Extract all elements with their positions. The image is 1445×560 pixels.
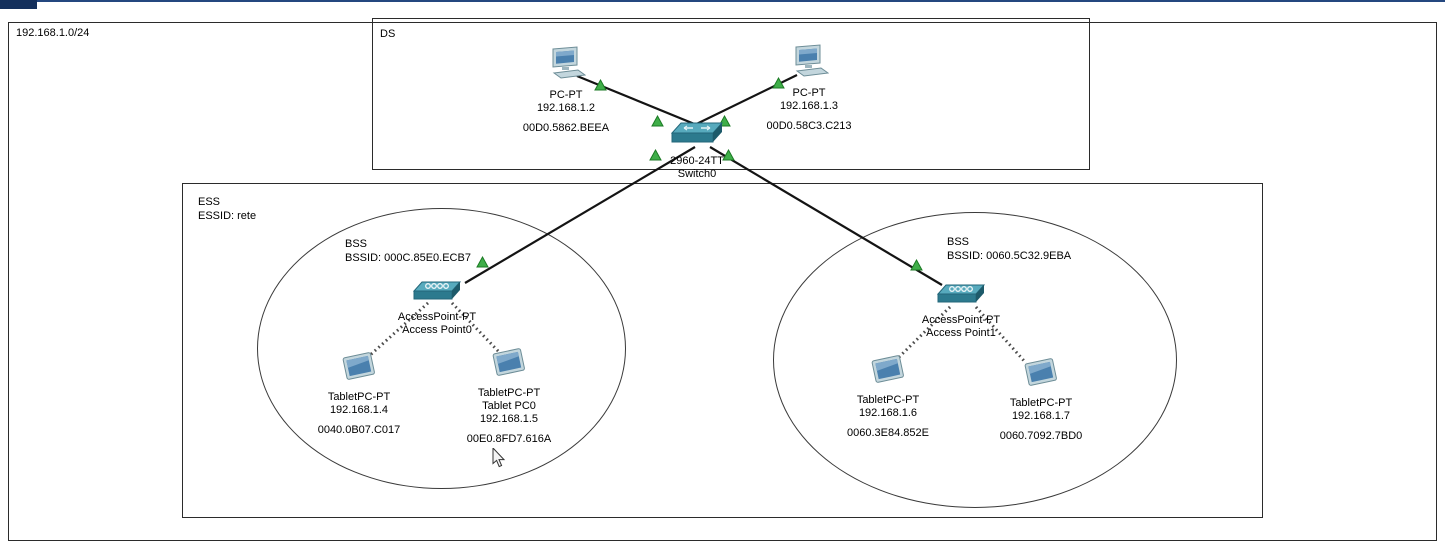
ess-label: ESS bbox=[198, 196, 221, 208]
bss1-label-block: BSS BSSID: 0060.5C32.9EBA bbox=[947, 235, 1071, 263]
bss1-label: BSS bbox=[947, 236, 970, 248]
access-point-icon bbox=[357, 280, 517, 309]
device-model: PC-PT bbox=[549, 89, 583, 101]
switch-icon bbox=[617, 122, 777, 153]
access-point-icon bbox=[881, 283, 1041, 312]
bss0-ellipse[interactable] bbox=[257, 208, 626, 489]
ess-label-block: ESS ESSID: rete bbox=[198, 195, 256, 223]
device-ip: 192.168.1.3 bbox=[779, 100, 839, 112]
device-name: Access Point1 bbox=[926, 327, 996, 339]
device-switch0[interactable]: 2960-24TT Switch0 bbox=[617, 122, 777, 181]
device-mac: 0060.3E84.852E bbox=[847, 427, 929, 439]
device-model: AccessPoint-PT bbox=[397, 311, 477, 323]
device-model: PC-PT bbox=[792, 87, 826, 99]
device-mac: 0040.0B07.C017 bbox=[317, 424, 401, 436]
device-model: AccessPoint-PT bbox=[921, 314, 1001, 326]
device-model: TabletPC-PT bbox=[327, 391, 391, 403]
bss0-label-block: BSS BSSID: 000C.85E0.ECB7 bbox=[345, 237, 471, 265]
window-corner-artifact bbox=[0, 0, 37, 9]
device-ip: 192.168.1.5 bbox=[479, 413, 539, 425]
bss1-bssid-label: BSSID: 0060.5C32.9EBA bbox=[947, 250, 1072, 262]
device-tablet1[interactable]: TabletPC-PT Tablet PC0 192.168.1.5 00E0.… bbox=[429, 346, 589, 446]
pc-icon bbox=[486, 46, 646, 87]
device-access-point0[interactable]: AccessPoint-PT Access Point0 bbox=[357, 280, 517, 337]
device-mac: 00E0.8FD7.616A bbox=[466, 433, 552, 445]
device-model: TabletPC-PT bbox=[1009, 397, 1073, 409]
device-ip: 192.168.1.7 bbox=[1011, 410, 1071, 422]
ess-essid-label: ESSID: rete bbox=[198, 210, 257, 222]
bss0-label: BSS bbox=[345, 238, 368, 250]
tablet-icon bbox=[429, 346, 589, 385]
device-tablet0[interactable]: TabletPC-PT 192.168.1.4 0040.0B07.C017 bbox=[279, 350, 439, 437]
device-name: Tablet PC0 bbox=[482, 400, 536, 412]
device-ip: 192.168.1.2 bbox=[536, 102, 596, 114]
tablet-icon bbox=[808, 353, 968, 392]
device-name: Access Point0 bbox=[402, 324, 472, 336]
tablet-icon bbox=[279, 350, 439, 389]
device-ip: 192.168.1.4 bbox=[329, 404, 389, 416]
tablet-icon bbox=[961, 356, 1121, 395]
ds-label: DS bbox=[380, 28, 396, 40]
device-model: TabletPC-PT bbox=[856, 394, 920, 406]
device-model: TabletPC-PT bbox=[477, 387, 541, 399]
device-name: Switch0 bbox=[677, 168, 717, 180]
subnet-boundary-box[interactable] bbox=[8, 22, 1437, 541]
device-model: 2960-24TT bbox=[670, 155, 724, 167]
subnet-label: 192.168.1.0/24 bbox=[16, 27, 90, 39]
bss0-bssid-label: BSSID: 000C.85E0.ECB7 bbox=[345, 252, 471, 264]
device-tablet3[interactable]: TabletPC-PT 192.168.1.7 0060.7092.7BD0 bbox=[961, 356, 1121, 443]
device-pc1[interactable]: PC-PT 192.168.1.3 00D0.58C3.C213 bbox=[729, 44, 889, 133]
device-ip: 192.168.1.6 bbox=[858, 407, 918, 419]
window-top-edge bbox=[0, 0, 1445, 2]
device-mac: 0060.7092.7BD0 bbox=[999, 430, 1083, 442]
device-tablet2[interactable]: TabletPC-PT 192.168.1.6 0060.3E84.852E bbox=[808, 353, 968, 440]
device-access-point1[interactable]: AccessPoint-PT Access Point1 bbox=[881, 283, 1041, 340]
bss1-ellipse[interactable] bbox=[773, 212, 1177, 508]
pc-icon bbox=[729, 44, 889, 85]
